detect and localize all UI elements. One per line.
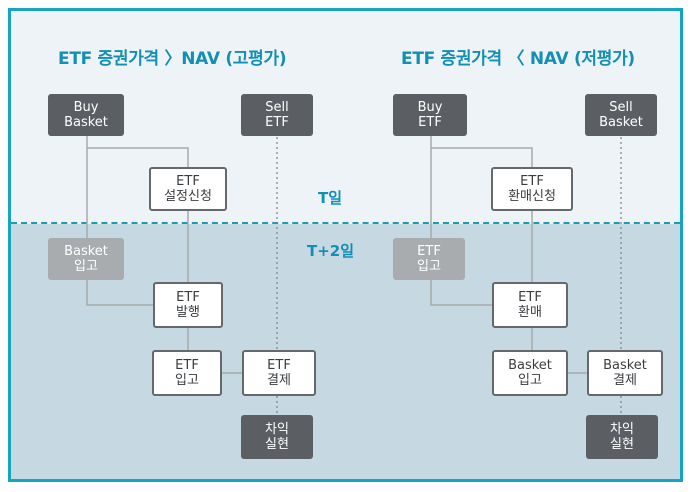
right-buy-to-request-connector [431, 147, 533, 169]
t-day-label: T일 [318, 189, 343, 207]
left-basket-to-issue-connector [86, 136, 153, 306]
right-etfin-to-redeem-connector [430, 136, 492, 306]
connector-lines [86, 136, 622, 415]
left-title: ETF 증권가격 〉NAV (고평가) [58, 49, 287, 69]
diagram-frame: ETF 증권가격 〉NAV (고평가) ETF 증권가격 〈 NAV (저평가)… [8, 8, 683, 482]
right-title: ETF 증권가격 〈 NAV (저평가) [401, 49, 635, 69]
day-divider [11, 222, 680, 224]
left-buy-to-request-connector [87, 147, 189, 169]
t2-day-label: T+2일 [307, 242, 355, 260]
